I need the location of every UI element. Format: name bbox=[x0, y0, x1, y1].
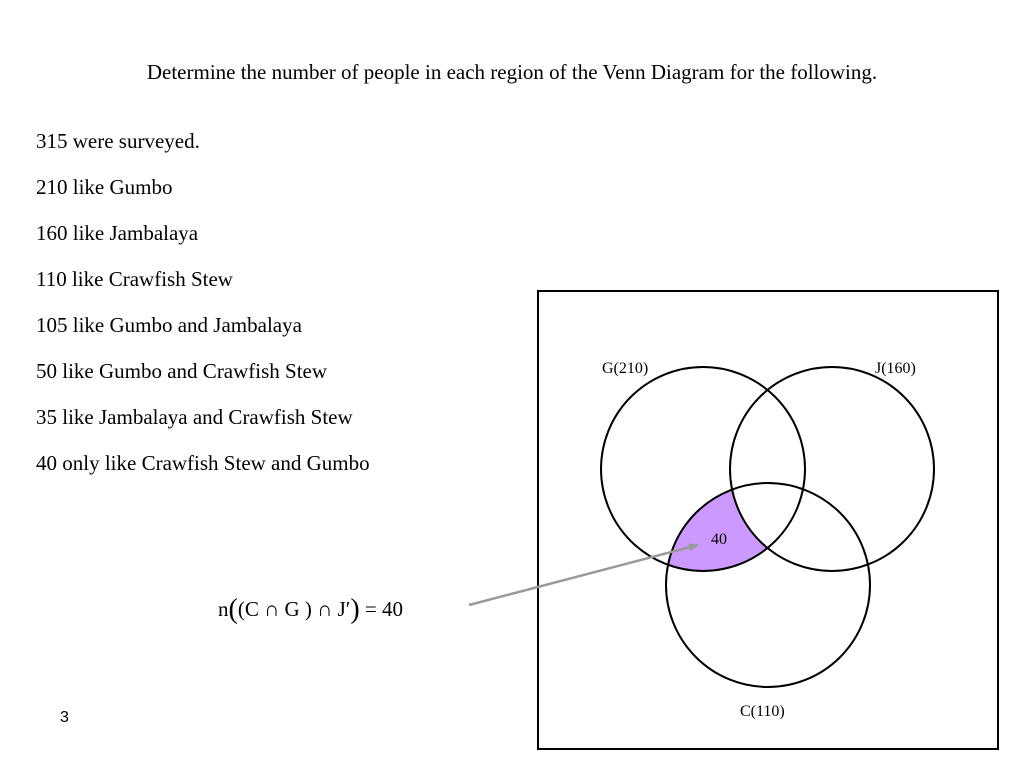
formula-inner: (C ∩ G ) ∩ J′ bbox=[237, 597, 351, 621]
circle-g bbox=[600, 366, 806, 572]
c-and-g-not-j-region bbox=[666, 483, 805, 571]
slide-number: 3 bbox=[60, 709, 69, 726]
fact-gumbo: 210 like Gumbo bbox=[36, 175, 173, 199]
formula-close-paren: ) bbox=[350, 594, 360, 625]
fact-surveyed: 315 were surveyed. bbox=[36, 129, 200, 153]
fact-gumbo-jambalaya: 105 like Gumbo and Jambalaya bbox=[36, 313, 302, 337]
universal-set-box bbox=[537, 290, 999, 750]
slide-title: Determine the number of people in each r… bbox=[146, 60, 878, 84]
survey-facts: 315 were surveyed. 210 like Gumbo 160 li… bbox=[36, 127, 370, 495]
fact-jambalaya: 160 like Jambalaya bbox=[36, 221, 199, 245]
label-j: J(160) bbox=[875, 360, 916, 377]
fact-crawfish: 110 like Crawfish Stew bbox=[36, 267, 233, 291]
label-c: C(110) bbox=[740, 703, 785, 720]
fact-gumbo-crawfish: 50 like Gumbo and Crawfish Stew bbox=[36, 359, 328, 383]
set-formula: n((C ∩ G ) ∩ J′) = 40 bbox=[218, 594, 403, 626]
label-g: G(210) bbox=[602, 360, 648, 377]
pointer-arrow bbox=[468, 543, 699, 607]
circle-j bbox=[729, 366, 935, 572]
formula-prefix: n bbox=[218, 597, 229, 621]
fact-only-crawfish-gumbo: 40 only like Crawfish Stew and Gumbo bbox=[36, 451, 370, 475]
region-value: 40 bbox=[711, 531, 727, 548]
fact-jambalaya-crawfish: 35 like Jambalaya and Crawfish Stew bbox=[36, 405, 353, 429]
formula-result: = 40 bbox=[359, 597, 404, 621]
circle-c bbox=[665, 482, 871, 688]
formula-open-paren: ( bbox=[228, 594, 238, 625]
